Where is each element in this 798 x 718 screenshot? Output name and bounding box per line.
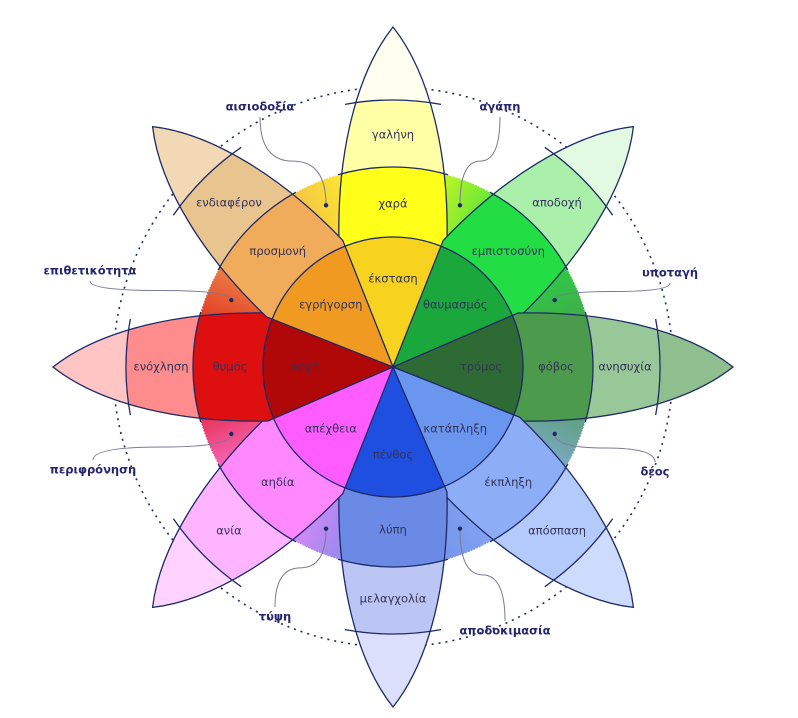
dyad-marker-dot	[229, 431, 234, 437]
emotion-label-inner: απέχθεια	[305, 422, 358, 436]
dyad-label: αποδοκιμασία	[459, 624, 550, 638]
petal-band-divider	[544, 518, 614, 588]
emotion-label-inner: θαυμασμός	[423, 297, 488, 311]
dyad-marker-dot	[552, 297, 557, 303]
petal-inner-wedge	[263, 312, 393, 422]
petal-anger	[51, 312, 395, 422]
petal-band-divider	[172, 146, 242, 216]
dyad-marker-dot	[323, 203, 329, 208]
petal-band-divider	[192, 311, 202, 423]
inner-ring	[262, 236, 524, 498]
dyad-label: αγάπη	[480, 100, 521, 114]
emotion-label-outer: απόσπαση	[528, 524, 586, 538]
dyad-marker-dot	[323, 526, 329, 531]
dyad-leader-line	[92, 433, 232, 461]
petal-inner-wedge	[338, 367, 448, 497]
emotion-label-middle: θυμός	[213, 360, 248, 374]
petal-band-divider	[217, 463, 297, 543]
petal-band-divider	[489, 463, 569, 543]
emotion-label-outer: ανησυχία	[598, 360, 652, 374]
petal-band-divider	[544, 146, 614, 216]
petal-band-divider	[584, 311, 594, 423]
emotion-label-inner: έκσταση	[368, 272, 417, 286]
emotion-label-inner: κατάπληξη	[423, 422, 487, 436]
emotion-label-middle: έκπληξη	[484, 475, 532, 489]
dyad-label: επιθετικότητα	[44, 264, 137, 278]
petal-trust	[391, 125, 635, 369]
emotion-label-outer: γαλήνη	[372, 128, 414, 142]
dyad-label: τύψη	[259, 610, 291, 624]
dyad-leader-line	[89, 280, 232, 301]
emotion-label-middle: φόβος	[538, 360, 574, 374]
emotion-label-outer: ενδιαφέρον	[196, 195, 262, 209]
dyad-marker-dot	[229, 297, 234, 303]
emotion-label-outer: ανία	[216, 524, 242, 538]
emotion-label-outer: μελαγχολία	[360, 592, 427, 606]
emotion-label-middle: προσμονή	[249, 244, 306, 258]
petal-surprise	[391, 365, 635, 609]
petal-band-divider	[125, 318, 131, 416]
emotion-label-outer: αποδοχή	[532, 195, 582, 209]
dyad-leader-line	[459, 528, 506, 622]
dyad-leader-line	[554, 433, 656, 463]
emotion-label-middle: λύπη	[379, 523, 407, 537]
emotion-label-inner: πένθος	[373, 448, 413, 462]
petal-band-divider	[217, 191, 297, 271]
emotion-label-outer: ενόχληση	[134, 360, 189, 374]
dyad-label: περιφρόνηση	[50, 463, 137, 477]
emotion-label-inner: εγρήγορση	[299, 297, 362, 311]
petal-band-divider	[172, 518, 242, 588]
petal-fear	[391, 312, 735, 422]
emotion-label-middle: χαρά	[378, 197, 408, 211]
petal-band-divider	[337, 166, 449, 176]
petal-band-divider	[489, 191, 569, 271]
petal-joy	[338, 25, 448, 369]
petal-inner-wedge	[338, 237, 448, 367]
petal-inner-wedge	[393, 312, 523, 422]
petal-band-divider	[655, 318, 661, 416]
dyad-label: δέος	[640, 465, 669, 479]
dyad-marker-dot	[457, 526, 463, 531]
petal-band-divider	[344, 99, 442, 105]
emotion-label-middle: αηδία	[261, 475, 295, 489]
dyad-marker-dot	[552, 431, 557, 437]
petal-anticipation	[151, 125, 395, 369]
dyad-leader-line	[554, 282, 671, 301]
petal-band-divider	[344, 629, 442, 635]
petal-band-divider	[337, 558, 449, 568]
emotion-label-inner: τρόμος	[460, 360, 502, 374]
dyad-label: υποταγή	[642, 266, 698, 280]
dyad-marker-dot	[457, 203, 463, 208]
emotion-label-middle: εμπιστοσύνη	[472, 244, 545, 258]
dyad-label: αισιοδοξία	[226, 100, 295, 114]
dyad-leader-line	[259, 116, 327, 206]
petal-disgust	[151, 365, 395, 609]
dyad-leader-line	[274, 528, 327, 608]
emotion-label-inner: οργή	[291, 360, 319, 374]
dyad-leader-line	[459, 116, 501, 206]
